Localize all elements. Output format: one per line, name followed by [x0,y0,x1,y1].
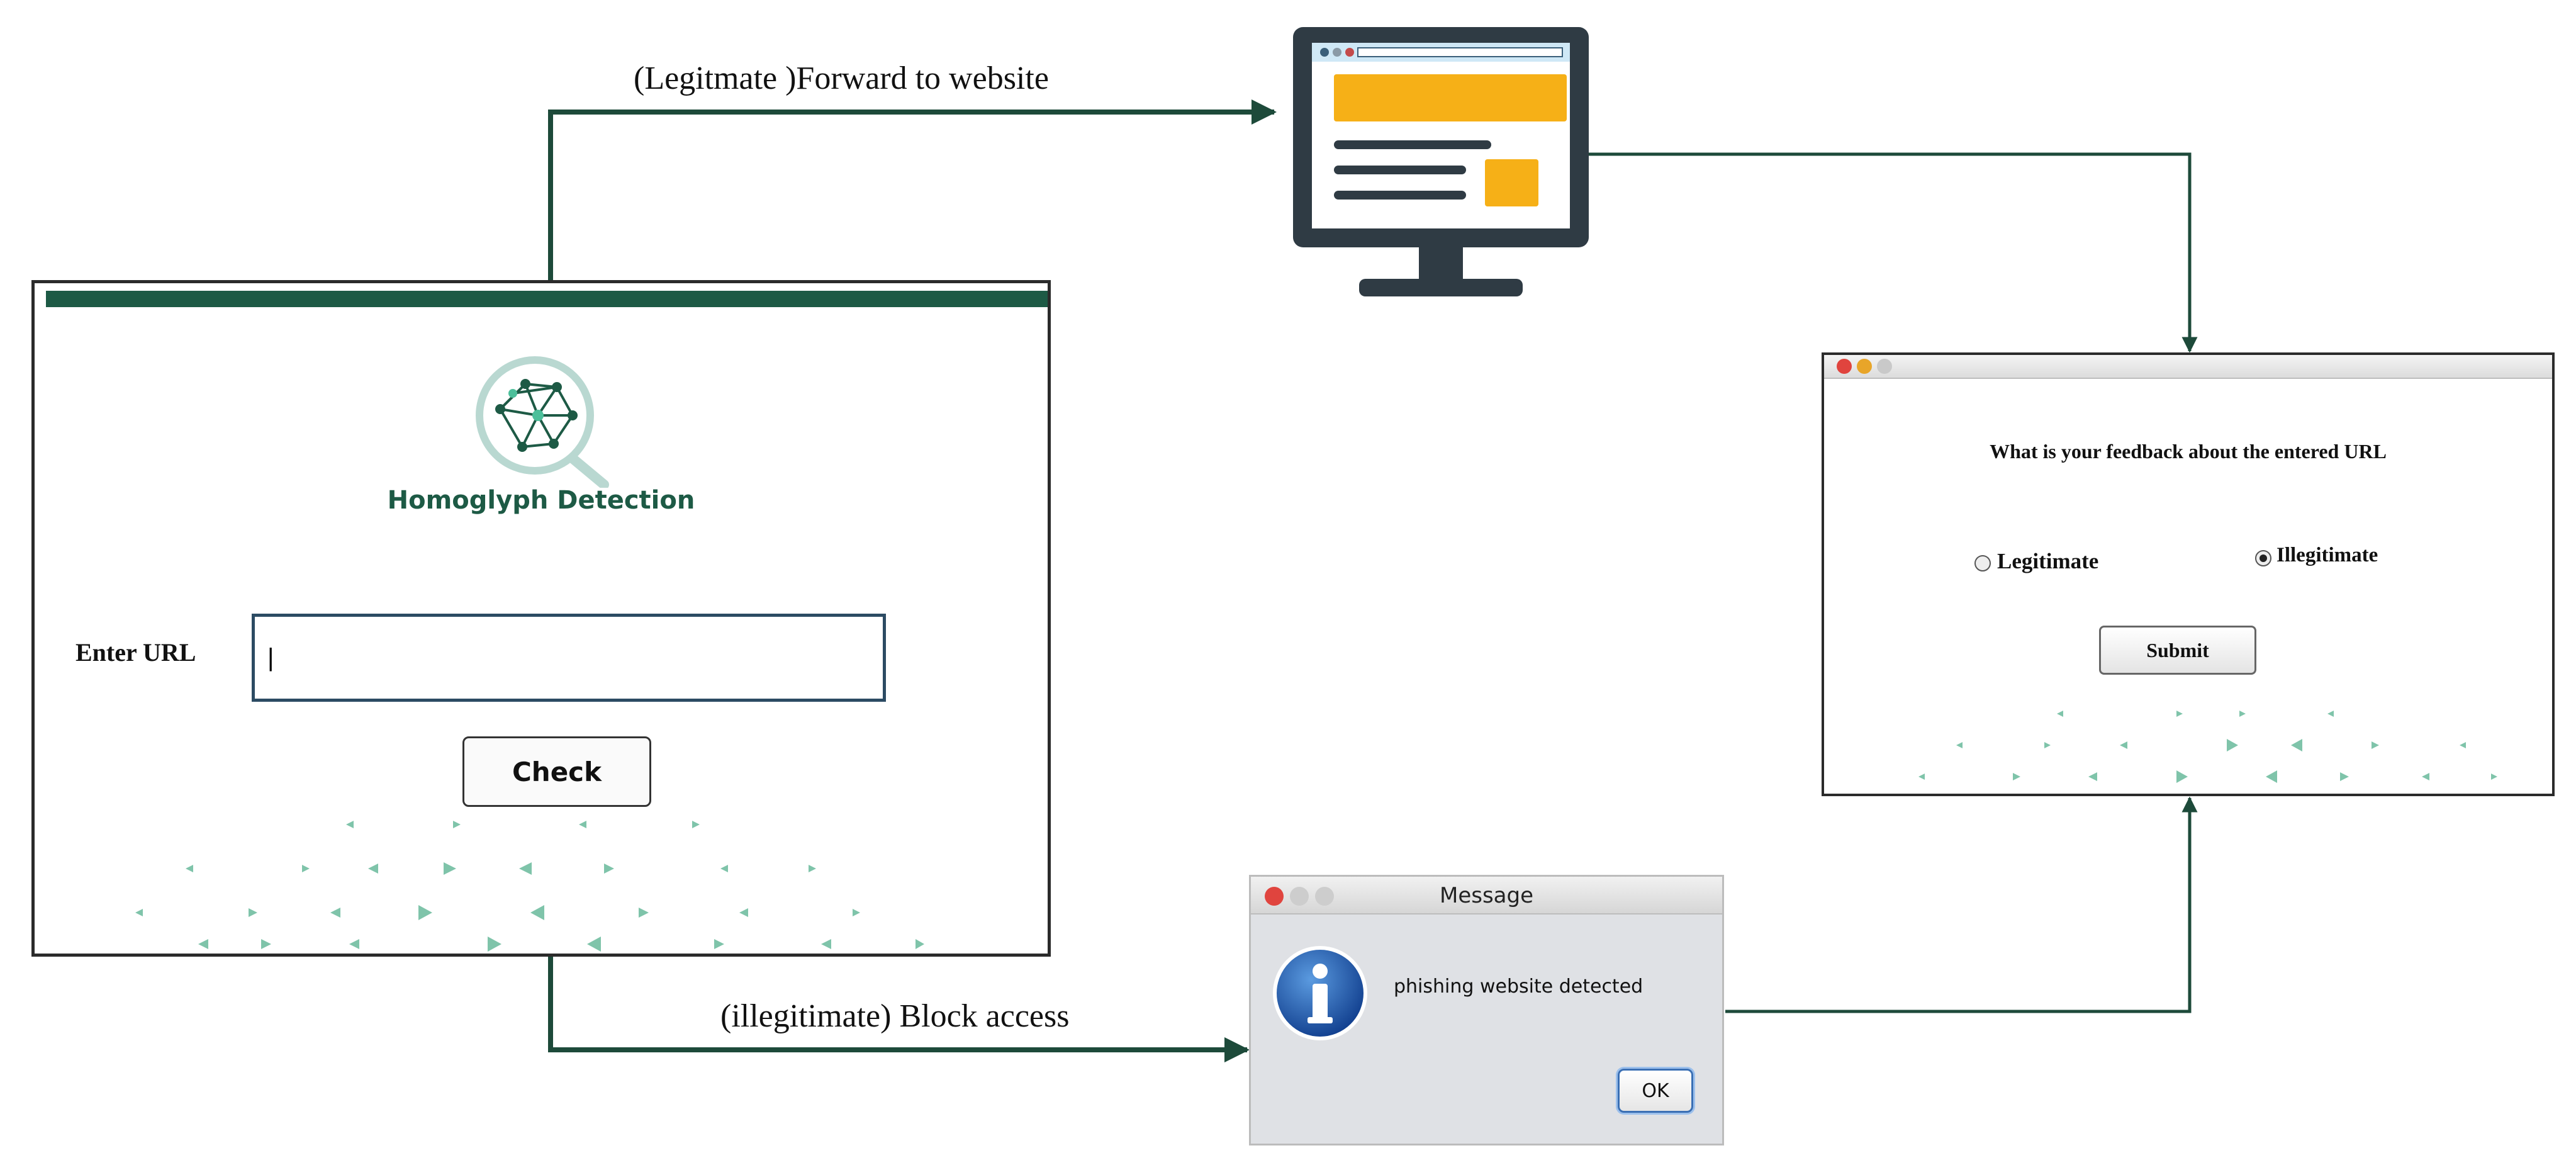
url-input[interactable]: | [252,614,886,702]
window-top-bar [46,291,1048,307]
zoom-window-button[interactable] [1315,887,1334,906]
decorative-triangle-pattern [1918,711,2497,783]
enter-url-label: Enter URL [76,638,196,667]
close-window-button[interactable] [1837,359,1852,374]
feedback-titlebar [1824,355,2552,379]
message-to-feedback-arrow [1725,796,2198,1013]
check-button[interactable]: Check [462,736,651,807]
forward-arrow [548,99,1277,280]
illegitimate-label: Illegitimate [2276,544,2378,566]
close-window-button[interactable] [1265,887,1284,906]
logo-text: Homoglyph Detection [387,486,695,515]
decorative-triangle-pattern [135,821,924,952]
feedback-question: What is your feedback about the entered … [1990,440,2387,463]
url-input-caret: | [267,644,274,672]
zoom-window-button[interactable] [1877,359,1892,374]
message-dialog: Message phishing website detected OK [1249,875,1724,1145]
website-to-feedback-arrow [1582,152,2198,353]
submit-button[interactable]: Submit [2099,626,2256,675]
block-label: (illegitimate) Block access [720,998,1070,1034]
legitimate-label: Legitimate [1997,549,2099,573]
illegitimate-radio[interactable] [2255,550,2271,566]
info-icon [1273,946,1367,1040]
message-titlebar: Message [1251,877,1722,915]
feedback-window: What is your feedback about the entered … [1822,352,2555,796]
minimize-window-button[interactable] [1290,887,1309,906]
message-title: Message [1439,883,1533,908]
minimize-window-button[interactable] [1857,359,1872,374]
ok-button[interactable]: OK [1618,1069,1693,1113]
legitimate-radio[interactable] [1974,555,1991,571]
magnifier-network-logo-icon [476,356,609,488]
forward-label: (Legitmate )Forward to website [634,60,1049,96]
message-text: phishing website detected [1394,976,1644,998]
homoglyph-detection-window: Homoglyph Detection Enter URL | Check [31,280,1051,957]
block-arrow [548,957,1250,1062]
website-monitor-icon [1293,27,1589,296]
